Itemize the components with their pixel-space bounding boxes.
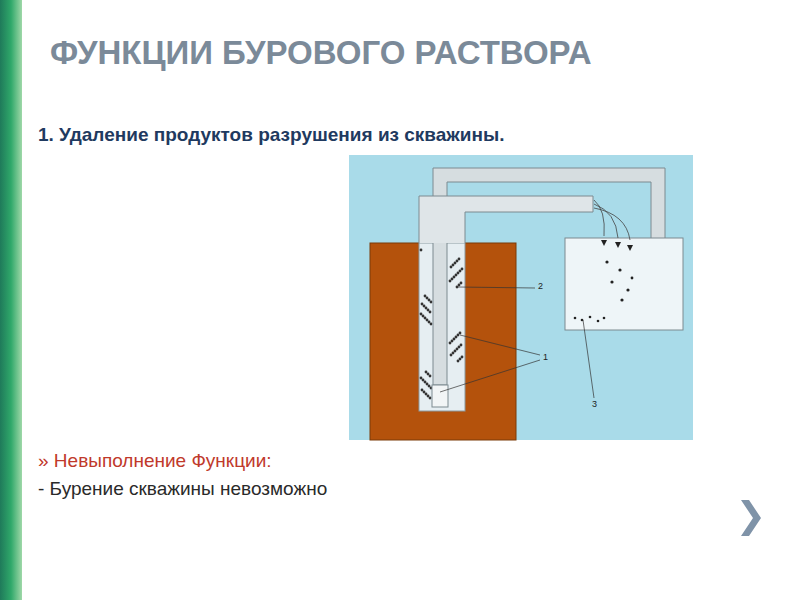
leader-lines	[440, 287, 594, 398]
drill-bit	[432, 385, 448, 407]
slide-title: ФУНКЦИИ БУРОВОГО РАСТВОРА	[50, 34, 592, 72]
failure-note: - Бурение скважины невозможно	[38, 478, 327, 500]
side-bar	[0, 0, 22, 600]
next-chevron	[741, 500, 761, 536]
return-pipe	[419, 196, 593, 243]
settling-tank	[565, 238, 683, 330]
subheading: 1. Удаление продуктов разрушения из сква…	[38, 124, 505, 146]
flow-arrows	[594, 200, 630, 240]
callout-number: 2	[538, 281, 543, 291]
failure-heading: » Невыполнение Функции:	[38, 450, 272, 472]
tank-cuttings	[574, 240, 634, 322]
callout-number: 1	[543, 352, 548, 362]
diagram-ground	[349, 155, 693, 440]
callout-number: 3	[592, 399, 597, 409]
